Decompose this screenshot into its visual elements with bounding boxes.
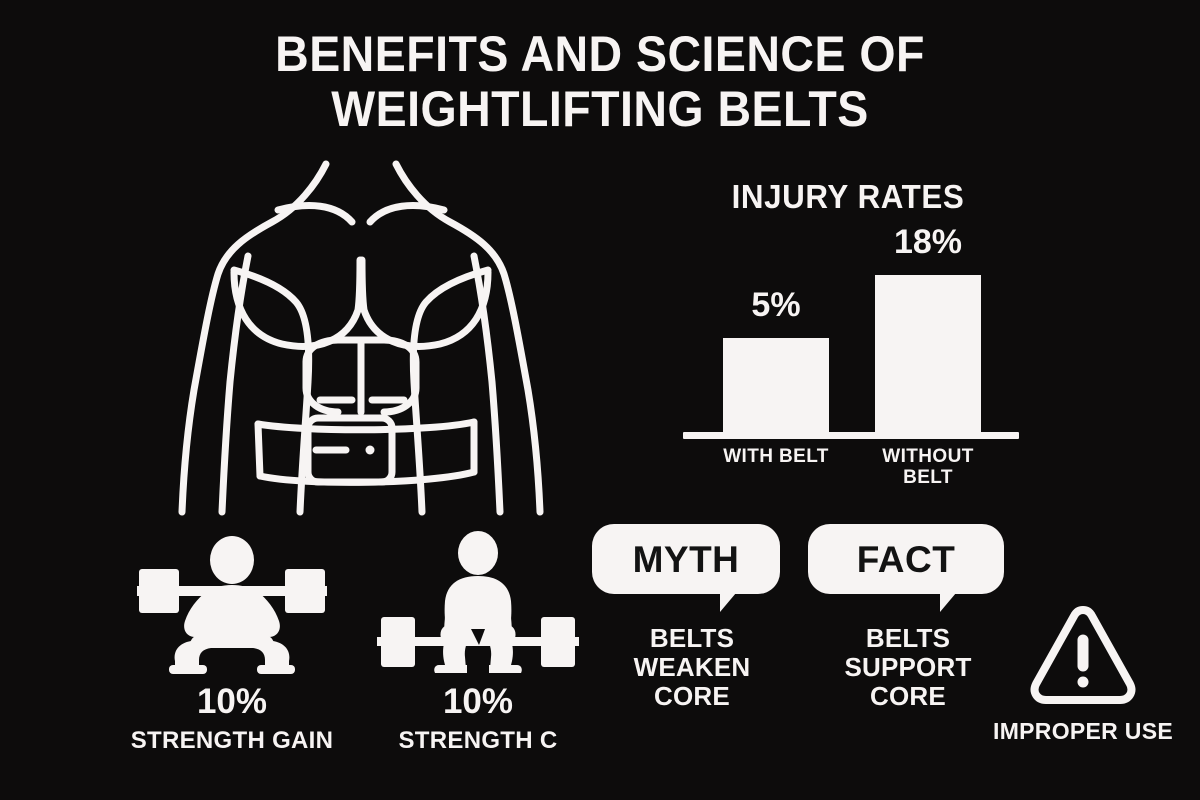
squat-lifter-icon: [112, 528, 352, 678]
stat-value-squat: 10%: [196, 682, 268, 721]
deadlift-lifter-icon: [358, 528, 598, 678]
bar-label-with-belt: WITH BELT: [723, 446, 829, 467]
stat-strength-deadlift: 10% STRENGTH C: [358, 528, 598, 755]
bar-with-belt: [723, 338, 829, 434]
myth-block: MYTH BELTS WEAKEN CORE: [592, 524, 792, 711]
bar-value-with-belt: 5%: [751, 286, 801, 324]
page-title: BENEFITS AND SCIENCE OF WEIGHTLIFTING BE…: [0, 26, 1200, 137]
fact-caption-line-2: SUPPORT: [844, 652, 972, 683]
fact-block: FACT BELTS SUPPORT CORE: [808, 524, 1008, 711]
stat-value-deadlift: 10%: [442, 682, 514, 721]
warning-label: IMPROPER USE: [993, 718, 1173, 744]
warning-triangle-icon: [958, 596, 1200, 714]
chart-title: INJURY RATES: [731, 178, 965, 215]
title-line-1: BENEFITS AND SCIENCE OF: [275, 26, 925, 82]
speech-tail-icon: [720, 593, 741, 612]
fact-caption-line-3: CORE: [870, 681, 946, 712]
fact-badge-label: FACT: [856, 538, 956, 580]
myth-caption-line-1: BELTS: [649, 623, 735, 653]
myth-caption-line-2: WEAKEN: [633, 652, 751, 683]
fact-badge: FACT: [808, 524, 1004, 612]
bar-value-without-belt: 18%: [893, 223, 963, 261]
torso-with-belt-icon: [130, 150, 550, 530]
title-line-2: WEIGHTLIFTING BELTS: [331, 81, 869, 137]
myth-caption-line-3: CORE: [654, 681, 730, 712]
stat-strength-gain-squat: 10% STRENGTH GAIN: [112, 528, 352, 755]
chart-axis-baseline: [683, 432, 1019, 439]
myth-badge: MYTH: [592, 524, 780, 612]
stat-label-squat: STRENGTH GAIN: [130, 727, 334, 754]
fact-caption-line-1: BELTS: [865, 623, 951, 653]
stat-label-deadlift: STRENGTH C: [398, 727, 558, 754]
bar-without-belt: [875, 275, 981, 434]
myth-badge-label: MYTH: [632, 538, 740, 580]
myth-caption: BELTS WEAKEN CORE: [592, 623, 792, 712]
improper-use-block: IMPROPER USE: [958, 596, 1200, 745]
speech-tail-icon: [940, 593, 961, 612]
fact-caption: BELTS SUPPORT CORE: [808, 623, 1008, 712]
bar-label-without-belt: WITHOUT BELT: [882, 446, 974, 489]
injury-rates-bar-chart: 5% 18% WITH BELT WITHOUT BELT: [683, 225, 1019, 500]
